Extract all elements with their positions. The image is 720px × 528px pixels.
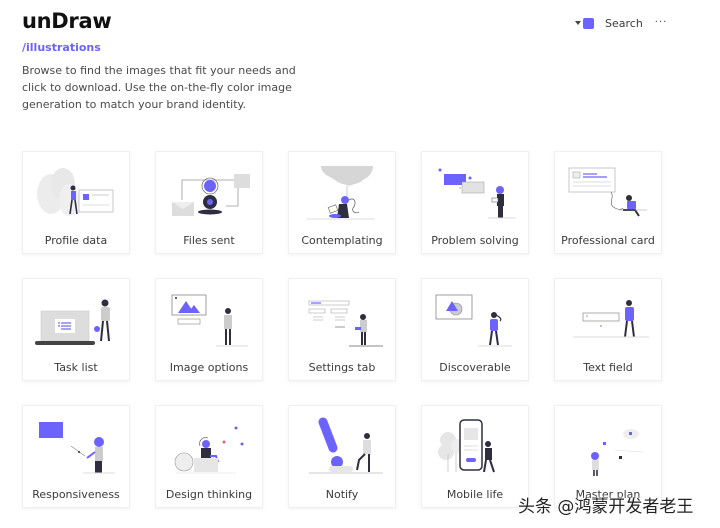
card-label: Design thinking xyxy=(165,488,253,501)
illustration-card[interactable]: Text field xyxy=(554,278,662,381)
card-label: Master plan xyxy=(575,488,641,501)
watermark-overlay: 头条 @鸿蒙开发者老王 xyxy=(518,497,694,517)
card-label: Contemplating xyxy=(301,234,383,247)
card-label: Mobile life xyxy=(446,488,504,501)
problem-solving-illustration-icon xyxy=(438,168,516,219)
more-menu-icon[interactable]: ··· xyxy=(654,17,668,28)
card-label: Task list xyxy=(54,361,98,374)
card-label: Notify xyxy=(325,488,359,501)
illustration-card[interactable]: Settings tab xyxy=(288,278,396,381)
illustration-card[interactable]: Professional card xyxy=(554,151,662,254)
logo[interactable]: unDraw xyxy=(22,9,112,33)
search-link[interactable]: Search xyxy=(605,16,643,30)
illustration-card[interactable]: Task list xyxy=(22,278,130,381)
task-list-illustration-icon xyxy=(35,299,110,345)
illustration-card[interactable]: Contemplating xyxy=(288,151,396,254)
color-picker-button[interactable] xyxy=(575,17,594,29)
card-label: Settings tab xyxy=(308,361,376,374)
card-label: Image options xyxy=(169,361,249,374)
color-swatch-icon xyxy=(583,17,594,29)
card-label: Discoverable xyxy=(439,361,511,374)
card-label: Text field xyxy=(583,361,633,374)
master-plan-illustration-icon xyxy=(591,429,644,476)
card-label: Files sent xyxy=(183,234,235,247)
responsiveness-illustration-icon xyxy=(39,422,115,474)
illustration-card[interactable]: Profile data xyxy=(22,151,130,254)
card-label: Problem solving xyxy=(431,234,519,247)
files-sent-illustration-icon xyxy=(172,174,250,216)
notify-illustration-icon xyxy=(309,417,383,474)
intro-text: Browse to find the images that fit your … xyxy=(22,64,296,111)
illustration-card[interactable]: Notify xyxy=(288,405,396,508)
caret-down-icon xyxy=(575,21,581,25)
image-options-illustration-icon xyxy=(171,294,248,347)
card-label: Responsiveness xyxy=(32,488,120,501)
top-nav: Search ··· xyxy=(575,14,667,32)
illustration-card[interactable]: Mobile life xyxy=(421,405,529,508)
settings-tab-illustration-icon xyxy=(308,300,383,347)
illustration-card[interactable]: Problem solving xyxy=(421,151,529,254)
illustration-card[interactable]: Files sent xyxy=(155,151,263,254)
design-thinking-illustration-icon xyxy=(174,426,244,474)
illustration-grid: Profile data Files sent Contempla xyxy=(22,151,662,508)
illustration-card[interactable]: Design thinking xyxy=(155,405,263,508)
illustration-card[interactable]: Discoverable xyxy=(421,278,529,381)
page-subtitle: /illustrations xyxy=(22,41,101,54)
mobile-life-illustration-icon xyxy=(438,419,495,473)
text-field-illustration-icon xyxy=(573,300,649,338)
card-label: Professional card xyxy=(561,234,655,247)
profile-data-illustration-icon xyxy=(37,168,114,216)
illustration-card[interactable]: Master plan xyxy=(554,405,662,508)
card-label: Profile data xyxy=(44,234,108,247)
professional-card-illustration-icon xyxy=(568,167,647,217)
contemplating-illustration-icon xyxy=(307,166,375,220)
illustration-card[interactable]: Image options xyxy=(155,278,263,381)
illustration-card[interactable]: Responsiveness xyxy=(22,405,130,508)
discoverable-illustration-icon xyxy=(435,294,512,347)
